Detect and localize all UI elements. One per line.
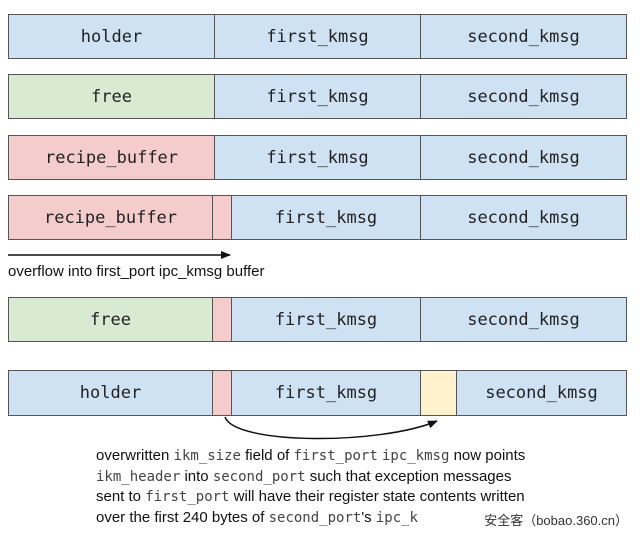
row1-second-kmsg: second_kmsg — [420, 14, 627, 59]
desc-line-3: sent to first_port will have their regis… — [96, 488, 525, 505]
explanation-text: overwritten ikm_size field of first_port… — [96, 446, 636, 528]
desc-line-2: ikm_header into second_port such that ex… — [96, 467, 512, 485]
pointer-arrow — [224, 416, 438, 440]
row6-second-kmsg-label: second_kmsg — [485, 383, 598, 403]
row2-free-label: free — [91, 86, 132, 107]
row5-first-kmsg: first_kmsg — [231, 297, 421, 342]
row5-first-kmsg-label: first_kmsg — [274, 309, 378, 330]
row5-second-kmsg-label: second_kmsg — [467, 309, 580, 330]
row4-second-kmsg: second_kmsg — [420, 195, 627, 240]
desc-line-1: overwritten ikm_size field of first_port… — [96, 447, 526, 464]
row1-first-kmsg: first_kmsg — [214, 14, 421, 59]
row2-second-kmsg-label: second_kmsg — [467, 86, 580, 107]
row1-second-kmsg-label: second_kmsg — [467, 26, 580, 47]
row6-first-kmsg: first_kmsg — [231, 370, 421, 416]
desc-line-4: over the first 240 bytes of second_port'… — [96, 508, 418, 526]
row4-recipe-buffer-label: recipe_buffer — [43, 207, 178, 228]
row6-holder: holder — [8, 370, 213, 416]
row5-free-label: free — [90, 309, 131, 330]
row3-first-kmsg: first_kmsg — [214, 135, 421, 180]
row3-second-kmsg: second_kmsg — [420, 135, 627, 180]
row1-holder: holder — [8, 14, 215, 59]
row6-overwritten-header — [420, 370, 457, 416]
row3-recipe-buffer-label: recipe_buffer — [44, 147, 179, 168]
row1-first-kmsg-label: first_kmsg — [266, 26, 369, 47]
row2-first-kmsg: first_kmsg — [214, 74, 421, 119]
row2-first-kmsg-label: first_kmsg — [266, 86, 369, 107]
row4-first-kmsg: first_kmsg — [231, 195, 421, 240]
row6-second-kmsg: second_kmsg — [456, 370, 627, 416]
row4-recipe-buffer: recipe_buffer — [8, 195, 213, 240]
row1-holder-label: holder — [80, 26, 143, 47]
row5-second-kmsg: second_kmsg — [420, 297, 627, 342]
row5-free: free — [8, 297, 213, 342]
row4-first-kmsg-label: first_kmsg — [274, 207, 378, 228]
row3-recipe-buffer: recipe_buffer — [8, 135, 215, 180]
overflow-caption: overflow into first_port ipc_kmsg buffer — [8, 263, 265, 280]
row6-holder-label: holder — [79, 383, 142, 403]
row2-free: free — [8, 74, 215, 119]
row2-second-kmsg: second_kmsg — [420, 74, 627, 119]
row6-first-kmsg-label: first_kmsg — [274, 383, 378, 403]
watermark: 安全客（bobao.360.cn） — [482, 510, 630, 529]
row3-first-kmsg-label: first_kmsg — [266, 147, 369, 168]
row3-second-kmsg-label: second_kmsg — [467, 147, 580, 168]
row4-second-kmsg-label: second_kmsg — [467, 207, 580, 228]
